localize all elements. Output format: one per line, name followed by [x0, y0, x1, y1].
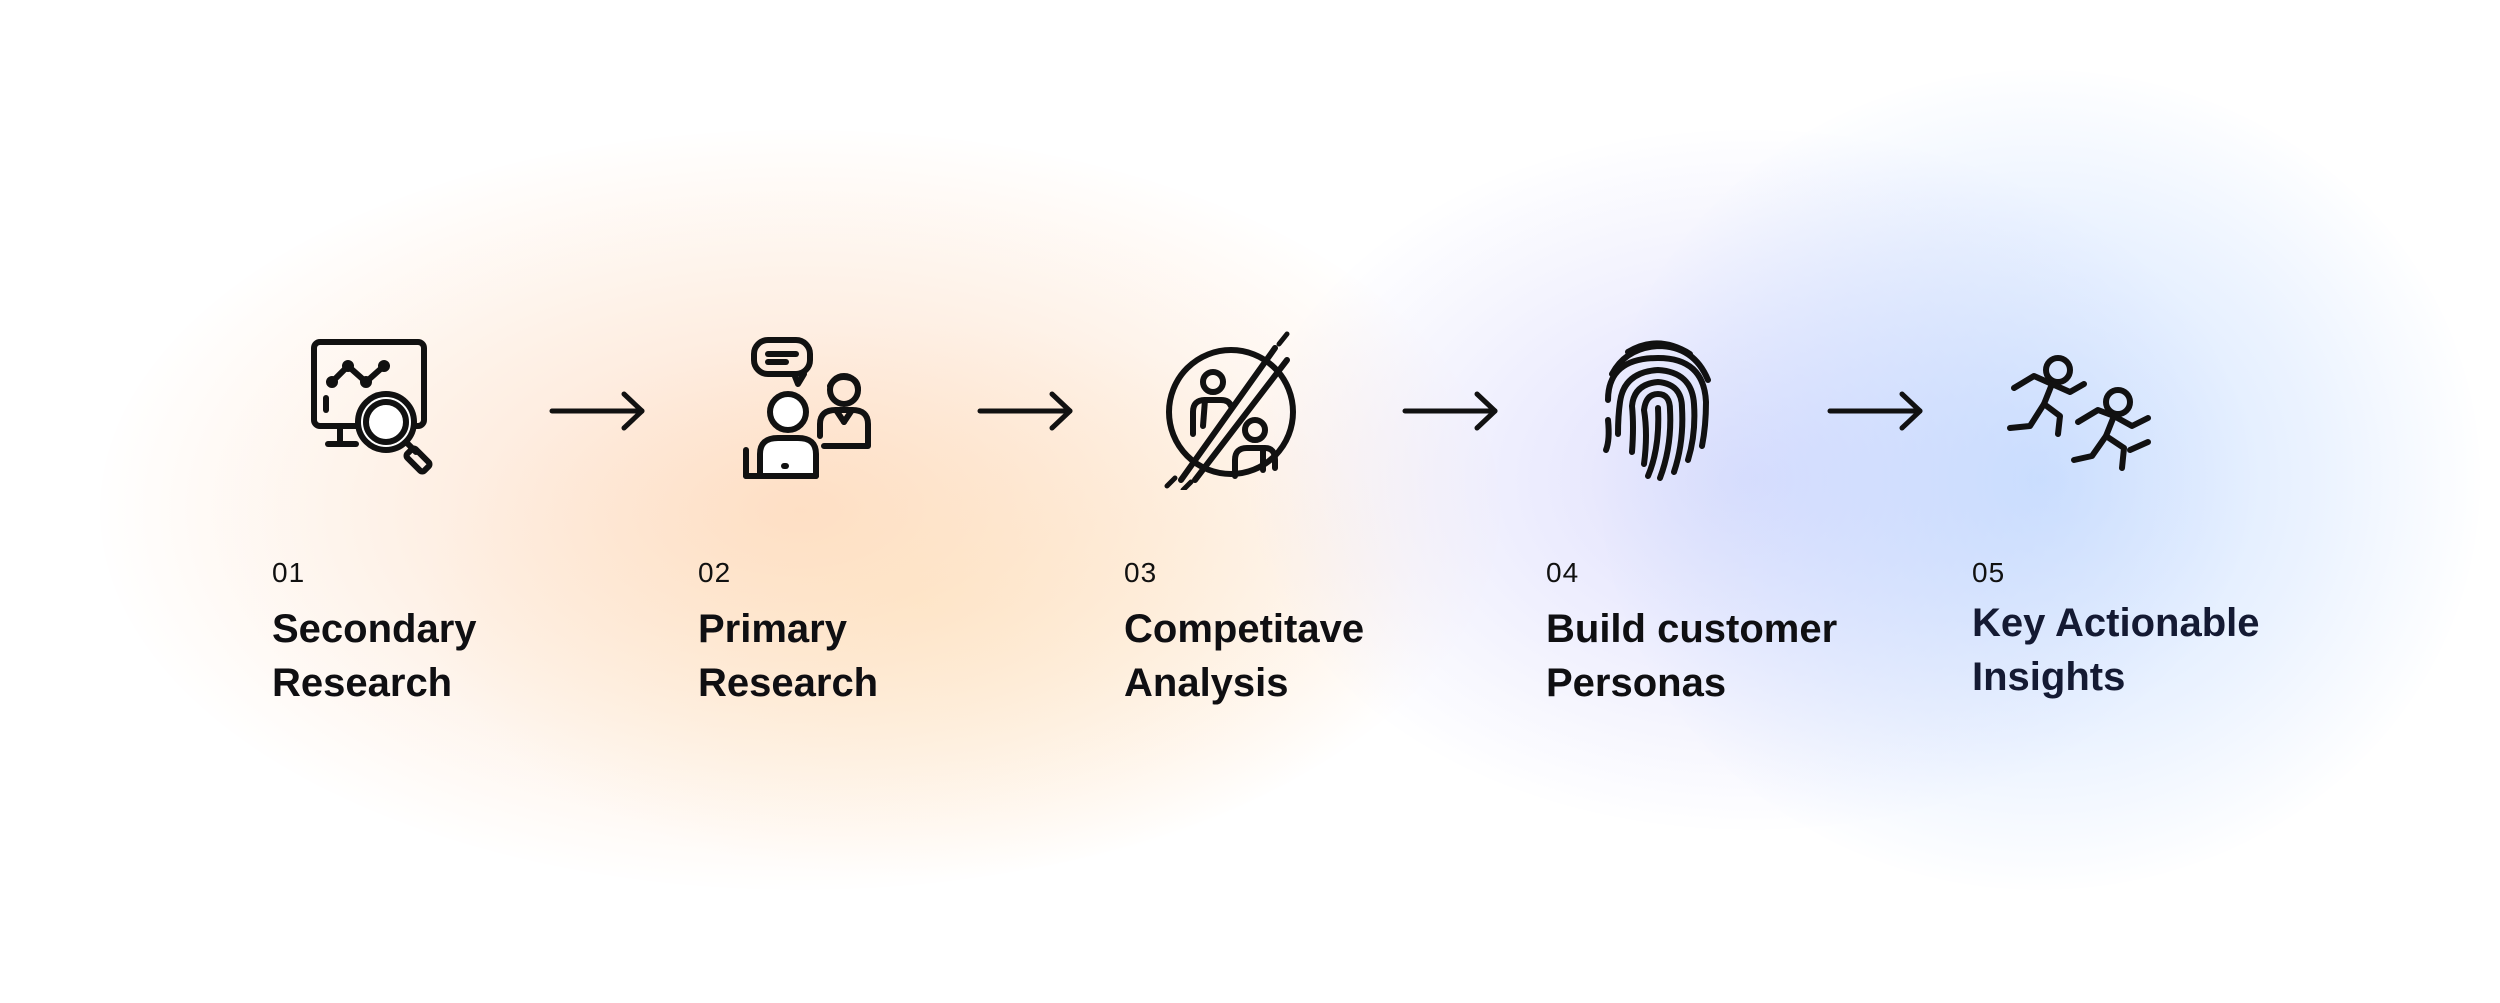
- step-title-line: Research: [272, 661, 453, 705]
- arrow-right-icon: [548, 386, 648, 436]
- competition-divided-circle-icon: [1151, 330, 1311, 490]
- step-title-line: Build customer: [1546, 607, 1838, 651]
- step-title-line: Personas: [1546, 661, 1727, 705]
- step-title-line: Insights: [1972, 655, 2126, 699]
- step-title-line: Secondary: [272, 607, 477, 651]
- step-number: 02: [698, 557, 732, 588]
- step-title: Key Actionable Insights: [1972, 596, 2302, 704]
- step-title: Secondary Research: [272, 602, 602, 710]
- step-title-line: Key Actionable: [1972, 601, 2260, 645]
- arrow-right-icon: [976, 386, 1076, 436]
- step-number: 01: [272, 557, 306, 588]
- interview-people-chat-icon: [724, 330, 884, 490]
- step-number: 03: [1124, 557, 1158, 588]
- research-monitor-magnifier-icon: [290, 330, 450, 490]
- step-title: Competitave Analysis: [1124, 602, 1454, 710]
- step-title-line: Primary: [698, 607, 847, 651]
- arrow-right-icon: [1401, 386, 1501, 436]
- step-title-line: Research: [698, 661, 879, 705]
- arrow-right-icon: [1826, 386, 1926, 436]
- blue-glow: [1600, 70, 2480, 890]
- step-title-line: Analysis: [1124, 661, 1289, 705]
- step-number: 05: [1972, 557, 2006, 588]
- step-number: 04: [1546, 557, 1580, 588]
- fingerprint-icon: [1578, 330, 1738, 490]
- step-title-line: Competitave: [1124, 607, 1365, 651]
- step-title: Build customer Personas: [1546, 602, 1876, 710]
- step-title: Primary Research: [698, 602, 1028, 710]
- running-people-icon: [2000, 330, 2160, 490]
